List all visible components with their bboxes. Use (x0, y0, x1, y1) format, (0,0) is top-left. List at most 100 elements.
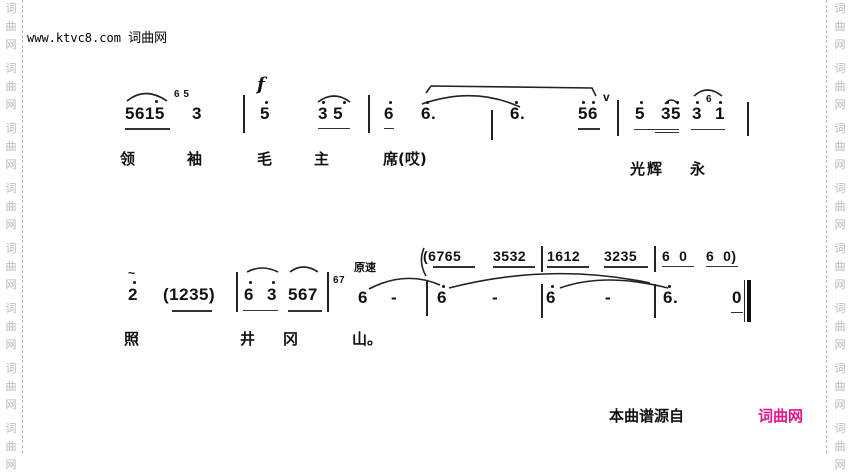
note: 6. (510, 104, 526, 123)
underline (604, 266, 648, 268)
underline (318, 128, 350, 129)
octave-dot (592, 101, 595, 104)
grace-note: 6 (706, 94, 713, 105)
barline (747, 102, 749, 136)
watermark-char: 曲 (834, 20, 846, 33)
watermark-char: 曲 (834, 80, 846, 93)
note: 6 (244, 285, 254, 304)
watermark-char: 网 (834, 98, 846, 111)
underline (493, 266, 535, 268)
watermark-char: 网 (5, 98, 17, 111)
octave-dot (696, 101, 699, 104)
note-group: 3 5 (318, 104, 344, 123)
watermark-char: 网 (5, 338, 17, 351)
watermark-char: 曲 (834, 260, 846, 273)
note: 6 (384, 104, 394, 123)
underline (578, 128, 600, 130)
underline (706, 266, 738, 267)
accomp-group: 3532 (493, 248, 527, 264)
watermark-char: 网 (5, 278, 17, 291)
accomp-group: 6 0) (706, 248, 737, 264)
lyric: 袖 (187, 150, 203, 168)
lyric: 毛 (257, 150, 273, 168)
barline (491, 110, 493, 140)
dash: - (605, 288, 612, 307)
right-watermark-column: 词曲网词曲网词曲网词曲网词曲网词曲网词曲网词曲网 (826, 0, 850, 471)
underline (691, 129, 725, 130)
note: 5 (635, 104, 645, 123)
watermark-char: 词 (5, 422, 17, 435)
dash: - (492, 288, 499, 307)
watermark-char: 网 (5, 38, 17, 51)
barline (541, 284, 543, 318)
watermark-char: 网 (834, 398, 846, 411)
octave-dot (272, 281, 275, 284)
watermark-char: 词 (5, 362, 17, 375)
octave-dot (719, 101, 722, 104)
note: 6. (421, 104, 437, 123)
watermark-char: 词 (834, 62, 846, 75)
underline (125, 128, 170, 130)
octave-dot (551, 285, 554, 288)
watermark-char: 词 (834, 242, 846, 255)
lyric: 山。 (352, 330, 383, 348)
note: 2 (128, 285, 138, 304)
watermark-char: 网 (834, 38, 846, 51)
octave-dot (582, 101, 585, 104)
breath-mark: v (603, 90, 611, 104)
barline (327, 272, 329, 312)
watermark-char: 曲 (5, 140, 17, 153)
octave-dot (666, 101, 669, 104)
note: 6. (663, 288, 679, 307)
barline (243, 95, 245, 133)
underline (662, 266, 694, 267)
watermark-char: 网 (834, 158, 846, 171)
watermark-char: 网 (5, 218, 17, 231)
accomp-group: 3235 (604, 248, 638, 264)
barline (236, 272, 238, 312)
lyric: 永 (690, 160, 706, 178)
note: 5 (260, 104, 270, 123)
watermark-char: 网 (834, 218, 846, 231)
lyric: 领 (120, 150, 136, 168)
octave-dot (668, 285, 671, 288)
note: 1 (715, 104, 725, 123)
octave-dot (640, 101, 643, 104)
final-barline-thick (747, 280, 751, 322)
octave-dot (442, 285, 445, 288)
site-name: 词曲网 (128, 31, 168, 46)
watermark-char: 词 (834, 2, 846, 15)
underline (243, 310, 278, 311)
barline (541, 246, 543, 272)
watermark-char: 曲 (5, 80, 17, 93)
octave-dot (265, 101, 268, 104)
rest: 0 (732, 288, 742, 307)
octave-dot (133, 281, 136, 284)
lyric: 席(哎) (383, 150, 427, 168)
underline (384, 128, 394, 129)
watermark-char: 曲 (5, 440, 17, 453)
watermark-char: 词 (5, 2, 17, 15)
underline (731, 312, 743, 313)
octave-dot (515, 101, 518, 104)
slur-arcs (126, 85, 723, 290)
note-group: 5615 (125, 104, 165, 123)
watermark-char: 词 (834, 422, 846, 435)
lyric: 主 (314, 150, 330, 168)
octave-dot (676, 101, 679, 104)
watermark-char: 词 (5, 62, 17, 75)
barline (654, 284, 656, 318)
source-link[interactable]: 词曲网 (758, 407, 804, 425)
octave-dot (249, 281, 252, 284)
site-url[interactable]: www.ktvc8.com (27, 31, 121, 45)
watermark-char: 词 (5, 302, 17, 315)
note: 3 (692, 104, 702, 123)
site-header: www.ktvc8.com 词曲网 (27, 27, 167, 46)
watermark-char: 曲 (5, 260, 17, 273)
watermark-char: 曲 (834, 200, 846, 213)
lyric: 照 (124, 330, 140, 348)
forte-marking: f (257, 74, 265, 95)
accomp-group: 1612 (547, 248, 581, 264)
underline (172, 310, 212, 312)
barline (426, 280, 428, 316)
